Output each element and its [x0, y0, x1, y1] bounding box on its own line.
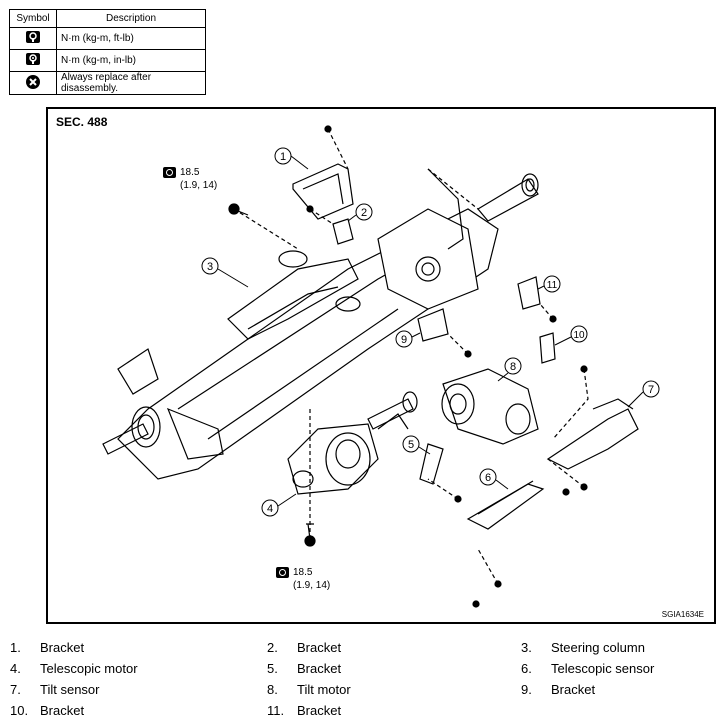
part-number: 3.	[521, 640, 532, 655]
symbol-legend-table: Symbol Description N·m (kg-m, ft-lb) N·m…	[9, 9, 206, 95]
legend-symbol-cell	[9, 49, 57, 72]
part-number: 7.	[10, 682, 21, 697]
callout-label-5: 5	[408, 439, 414, 451]
torque-bottom-sub: (1.9, 14)	[293, 580, 331, 592]
callout-label-8: 8	[510, 361, 516, 373]
list-item: 8. Tilt motor	[267, 682, 351, 697]
part-number: 6.	[521, 661, 532, 676]
part-number: 2.	[267, 640, 278, 655]
torque-top-value: 18.5	[180, 167, 200, 178]
callout-2	[347, 203, 373, 222]
part-name: Bracket	[40, 640, 85, 655]
section-label: SEC. 488	[56, 115, 108, 129]
exploded-diagram-frame: SEC. 488 SGIA1634E	[46, 107, 716, 624]
callout-7	[627, 380, 660, 408]
callout-label-4: 4	[267, 503, 273, 515]
legend-header-symbol: Symbol	[9, 9, 57, 28]
part-number: 8.	[267, 682, 278, 697]
part-number: 1.	[10, 640, 21, 655]
callout-label-11: 11	[547, 280, 558, 291]
callout-label-7: 7	[648, 384, 654, 396]
part-number: 11.	[267, 703, 285, 718]
legend-symbol-cell	[9, 27, 57, 50]
list-item: 2. Bracket	[267, 640, 341, 655]
part-number: 5.	[267, 661, 278, 676]
part-number: 9.	[521, 682, 532, 697]
list-item: 3. Steering column	[521, 640, 645, 655]
part-number: 4.	[10, 661, 21, 676]
legend-description-replace: Always replace after disassembly.	[56, 71, 206, 95]
list-item: 9. Bracket	[521, 682, 595, 697]
replace-x-icon	[26, 74, 40, 89]
torque-bottom-value: 18.5	[293, 567, 313, 578]
callout-4	[261, 493, 297, 517]
callout-label-2: 2	[361, 207, 367, 219]
torque-wrench-icon	[276, 567, 289, 578]
part-name: Bracket	[551, 682, 596, 697]
legend-description-torque: N·m (kg-m, ft-lb)	[56, 27, 206, 50]
part-number: 10.	[10, 703, 29, 718]
part-name: Bracket	[297, 640, 342, 655]
callout-9	[395, 330, 421, 348]
list-item: 11. Bracket	[267, 703, 341, 718]
torque-wrench-inlb-icon	[26, 53, 40, 65]
part-name: Telescopic motor	[40, 661, 138, 676]
callout-6	[479, 468, 509, 490]
steering-column-drawing: 1 2 3 4 5 6 7 8 9 10 11	[102, 125, 660, 608]
figure-code: SGIA1634E	[661, 610, 704, 619]
legend-header-description: Description	[56, 9, 206, 28]
legend-symbol-cell	[9, 71, 57, 95]
part-name: Bracket	[40, 703, 85, 718]
torque-top-sub: (1.9, 14)	[180, 180, 218, 192]
callout-label-10: 10	[573, 330, 585, 341]
callout-5	[402, 435, 431, 455]
list-item: 5. Bracket	[267, 661, 341, 676]
list-item: 4. Telescopic motor	[10, 661, 138, 676]
list-item: 10. Bracket	[10, 703, 84, 718]
part-name: Tilt sensor	[40, 682, 100, 697]
torque-wrench-icon	[26, 31, 40, 43]
part-name: Steering column	[551, 640, 645, 655]
list-item: 1. Bracket	[10, 640, 84, 655]
callout-11	[537, 275, 561, 293]
callout-3	[201, 257, 249, 288]
part-name: Telescopic sensor	[551, 661, 655, 676]
legend-description-torque-inlb: N·m (kg-m, in-lb)	[56, 49, 206, 72]
callout-1	[274, 147, 309, 170]
callout-label-3: 3	[207, 261, 213, 273]
list-item: 7. Tilt sensor	[10, 682, 99, 697]
part-name: Bracket	[297, 703, 342, 718]
torque-wrench-icon	[163, 167, 176, 178]
list-item: 6. Telescopic sensor	[521, 661, 654, 676]
callout-10	[554, 325, 588, 346]
torque-spec-bottom: 18.5 (1.9, 14)	[276, 566, 330, 592]
torque-spec-top: 18.5 (1.9, 14)	[163, 166, 217, 192]
part-name: Tilt motor	[297, 682, 351, 697]
callout-label-1: 1	[280, 151, 286, 163]
part-name: Bracket	[297, 661, 342, 676]
callout-label-9: 9	[401, 334, 407, 346]
callout-label-6: 6	[485, 472, 491, 484]
callout-8	[497, 357, 522, 382]
